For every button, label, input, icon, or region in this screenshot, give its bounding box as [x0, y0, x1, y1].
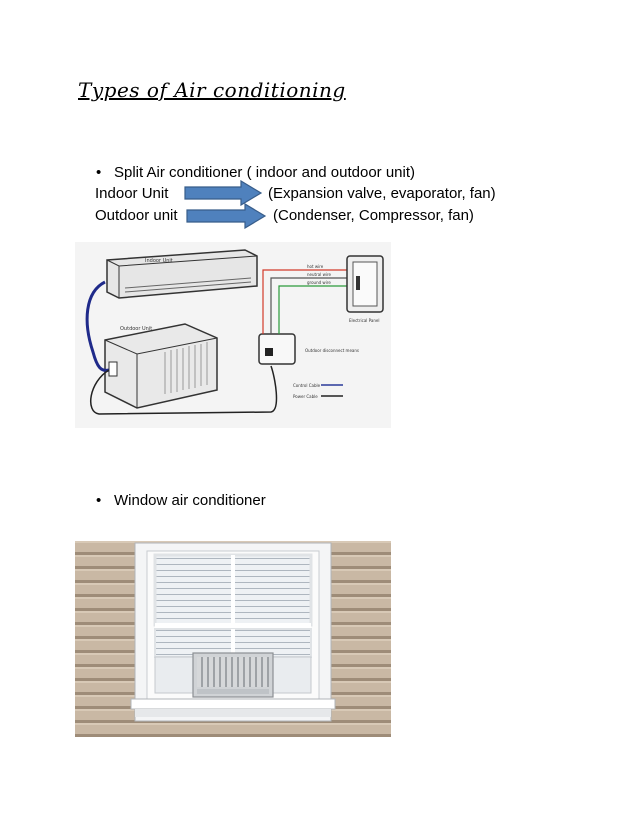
svg-text:Outdoor Unit: Outdoor Unit [120, 326, 152, 332]
outdoor-unit-illustration: Outdoor Unit [104, 323, 218, 409]
indoor-unit-label: Indoor Unit [95, 185, 169, 202]
bullet-2: • [96, 492, 102, 509]
svg-text:ground wire: ground wire [307, 280, 331, 285]
outdoor-unit-components: (Condenser, Compressor, fan) [273, 207, 474, 224]
indoor-arrow-icon [184, 180, 263, 206]
svg-text:neutral wire: neutral wire [307, 272, 332, 277]
window-ac-heading: Window air conditioner [114, 492, 266, 509]
split-ac-heading: Split Air conditioner ( indoor and outdo… [114, 164, 416, 181]
window-ac-unit-illustration [192, 652, 274, 698]
svg-text:Outdoor disconnect means: Outdoor disconnect means [305, 348, 359, 353]
electrical-panel-illustration: Electrical Panel [346, 255, 384, 323]
page-title: Types of Air conditioning [78, 78, 346, 102]
svg-text:Power Cable: Power Cable [293, 394, 318, 399]
outdoor-unit-label: Outdoor unit [95, 207, 178, 224]
outdoor-arrow-icon [186, 203, 267, 229]
bullet-1: • [96, 164, 102, 181]
svg-text:Electrical Panel: Electrical Panel [349, 318, 379, 323]
window-ac-photo [75, 541, 391, 737]
indoor-unit-illustration: Indoor Unit [106, 249, 258, 299]
disconnect-box-illustration: Outdoor disconnect means [258, 333, 359, 365]
svg-text:Control Cable: Control Cable [293, 383, 321, 388]
svg-text:hot wire: hot wire [307, 264, 324, 269]
indoor-unit-components: (Expansion valve, evaporator, fan) [268, 185, 496, 202]
split-ac-diagram: Indoor Unit Outdoor Unit Outdoor disconn… [75, 242, 391, 428]
svg-text:Indoor Unit: Indoor Unit [145, 258, 173, 264]
